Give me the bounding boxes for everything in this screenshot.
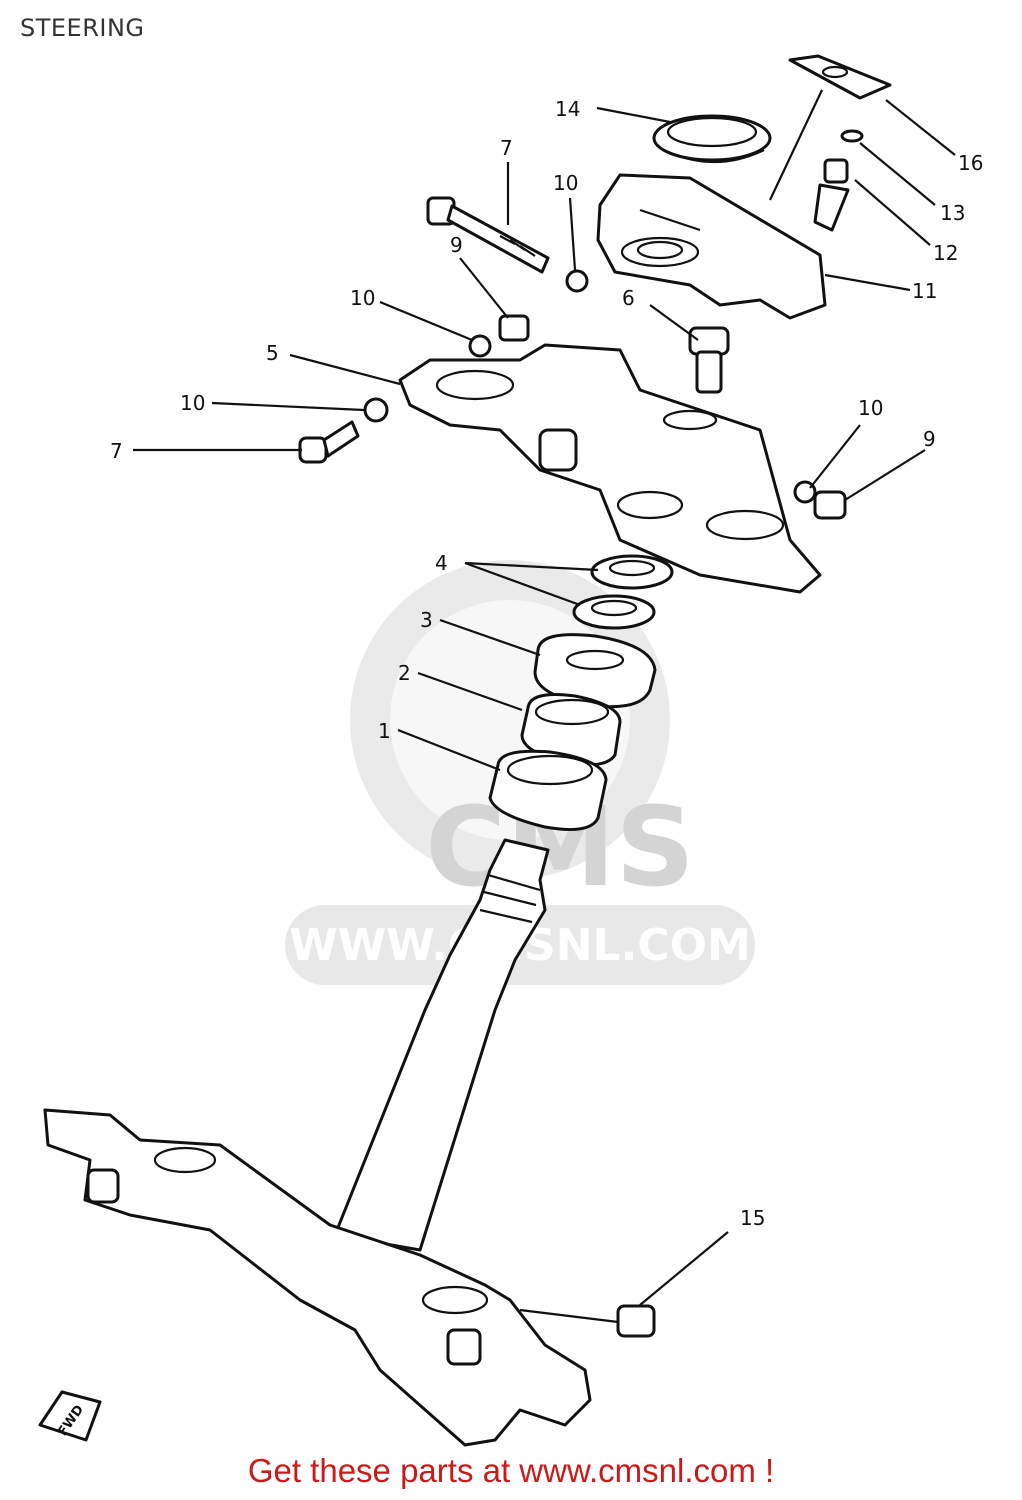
part-7-bolt (298, 420, 360, 464)
callout-5: 5 (266, 341, 279, 365)
callout-3: 3 (420, 608, 433, 632)
callout-6: 6 (622, 286, 635, 310)
callout-9-a: 9 (450, 233, 463, 257)
callout-1: 1 (378, 719, 391, 743)
callout-7: 7 (110, 439, 123, 463)
part-16-plate (788, 54, 892, 100)
part-lower-bracket (43, 1108, 592, 1447)
part-10-washer-b (468, 334, 492, 358)
part-10-washer-a (565, 269, 589, 293)
callout-8: 7 (500, 136, 513, 160)
callout-10-d: 10 (858, 396, 883, 420)
part-5-upper-bracket (398, 343, 822, 594)
callout-4: 4 (435, 551, 448, 575)
part-11-handlebar-holder (596, 173, 827, 320)
part-13-washer (840, 129, 864, 143)
callout-numbers: 14 7 10 9 10 5 10 7 6 10 9 16 13 12 11 4… (110, 97, 983, 1230)
part-12-bolt (813, 158, 850, 232)
callout-9-b: 9 (923, 427, 936, 451)
callout-13: 13 (940, 201, 965, 225)
callout-12: 12 (933, 241, 958, 265)
part-14-cap (652, 114, 772, 164)
callout-11: 11 (912, 279, 937, 303)
callout-10-c: 10 (180, 391, 205, 415)
part-9-nut-a (498, 314, 530, 342)
part-6-bolt (688, 326, 730, 394)
callout-16: 16 (958, 151, 983, 175)
part-15-nut (616, 1304, 656, 1338)
part-9-nut-b (813, 490, 847, 520)
part-8-bolt (426, 196, 550, 274)
callout-15: 15 (740, 1206, 765, 1230)
part-1-bearing (488, 749, 608, 831)
page-title: STEERING (20, 14, 145, 42)
callout-10-a: 10 (553, 171, 578, 195)
callout-10-b: 10 (350, 286, 375, 310)
callout-2: 2 (398, 661, 411, 685)
part-steering-stem (333, 838, 550, 1252)
callout-14: 14 (555, 97, 580, 121)
part-10-washer-c (363, 397, 389, 423)
leader-lines (133, 89, 956, 1324)
fwd-arrow-icon: FWD (38, 1390, 102, 1442)
footer-link-text[interactable]: Get these parts at www.cmsnl.com ! (247, 1452, 775, 1489)
part-4-ring-nuts (572, 554, 674, 630)
